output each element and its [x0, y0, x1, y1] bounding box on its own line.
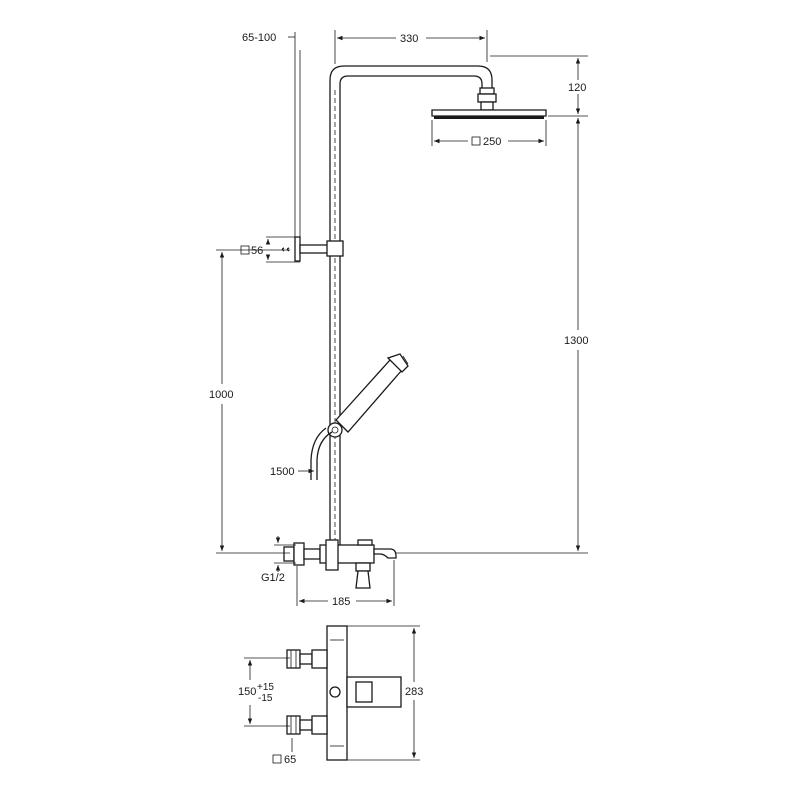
dim-inlet-thread: G1/2 [261, 572, 285, 584]
lower-inlet-nut [286, 715, 301, 735]
head-connector [480, 101, 494, 111]
inlet-rosette [283, 546, 295, 562]
shower-hose [316, 431, 333, 480]
hand-shower-head [386, 353, 409, 373]
mixer-side-dimensions [244, 625, 420, 761]
ball-joint [477, 93, 497, 103]
diverter-collar [355, 562, 371, 572]
square-symbol [471, 136, 481, 146]
dim-inlet-tol-plus: +15 [257, 682, 274, 693]
bracket-clamp [326, 240, 344, 257]
diverter-top [357, 539, 373, 546]
dim-bracket-size: 56 [251, 245, 263, 257]
dim-body-height: 283 [405, 686, 423, 698]
thermostatic-mixer [283, 539, 397, 589]
lower-inlet-collar [311, 715, 328, 735]
upper-inlet-nut [286, 649, 301, 669]
mixer-side-view [286, 625, 402, 761]
cartridge-screw [329, 686, 341, 698]
dim-hose-length: 1500 [270, 466, 294, 478]
dim-rosette-size: 65 [284, 754, 296, 766]
riser-pipe [329, 65, 493, 548]
bath-spout [373, 548, 397, 559]
dim-inlet-tol-minus: -15 [258, 693, 273, 704]
dim-bracket-height: 1000 [209, 389, 233, 401]
spout-side [346, 676, 402, 708]
bracket-arm [299, 244, 331, 254]
dim-total-height: 1300 [564, 335, 588, 347]
dimension-lines [216, 30, 588, 606]
slider-holder [327, 422, 343, 438]
wall-bracket [281, 236, 344, 262]
arm-nut [479, 87, 495, 95]
square-symbol [240, 245, 250, 255]
dim-wall-offset: 65-100 [242, 32, 276, 44]
diverter-knob [355, 570, 371, 589]
upper-inlet-eccentric [299, 653, 313, 665]
upper-inlet [286, 649, 328, 669]
mixer-knob-left [325, 539, 339, 571]
dim-inlet-spacing: 150 [238, 686, 256, 698]
shower-column-front-view [281, 65, 547, 589]
hand-shower-handle [335, 359, 403, 433]
square-symbol [272, 754, 282, 764]
hand-shower [327, 353, 409, 438]
upper-inlet-collar [311, 649, 328, 669]
bracket-screws [281, 247, 290, 252]
inlet-eccentric [303, 548, 321, 560]
dim-arm-drop: 120 [568, 82, 586, 94]
dim-mixer-width: 185 [332, 596, 350, 608]
riser-pipe-inner [339, 75, 483, 548]
dimension-labels: 65-100 330 120 250 1300 56 1000 1500 G1/… [209, 32, 588, 766]
dim-arm-reach: 330 [400, 33, 418, 45]
spout-outlet [355, 681, 373, 703]
dim-head-size: 250 [483, 136, 501, 148]
lower-inlet-eccentric [299, 719, 313, 731]
shower-head [431, 109, 547, 119]
lower-inlet [286, 715, 328, 735]
inlet-nut [293, 542, 305, 566]
bracket-rosette [294, 236, 301, 262]
